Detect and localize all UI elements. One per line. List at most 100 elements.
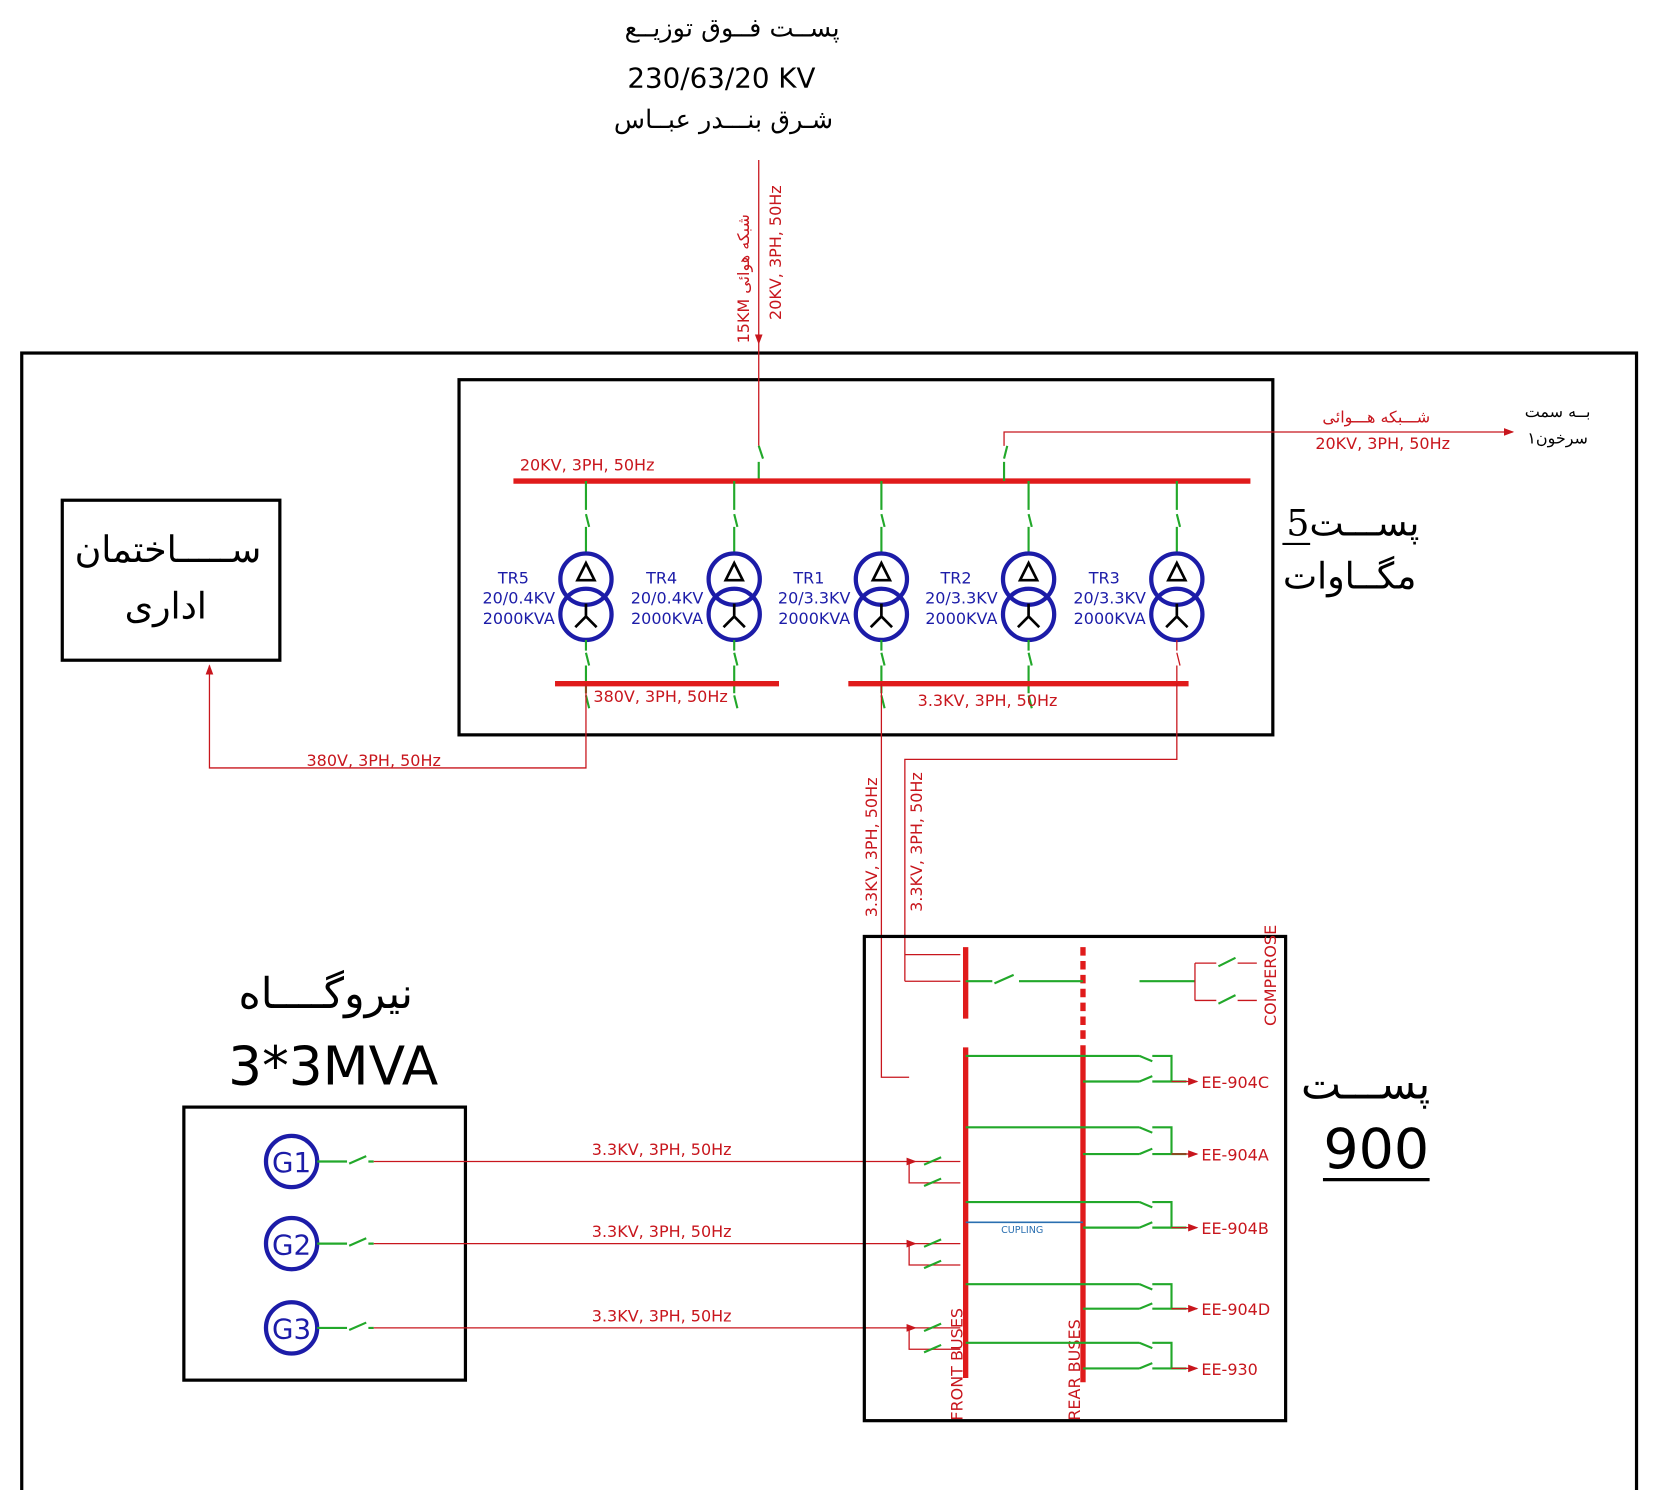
transformer-rating: 2000KVA	[925, 609, 997, 628]
plant-capacity: 3*3MVA	[228, 1036, 439, 1098]
s900-title-line2: 900	[1323, 1118, 1429, 1182]
destination-line2: سرخون۱	[1527, 429, 1588, 448]
substation-900-box	[862, 934, 1288, 1423]
tr3-feed-line	[904, 683, 1178, 982]
hv-switch	[880, 481, 886, 554]
bus-tie-line	[965, 973, 1195, 985]
feeder-breakers	[1139, 1054, 1153, 1083]
feeder-ee-904b: EE-904B	[965, 1200, 1269, 1238]
hv-switch	[733, 481, 739, 554]
rear-bus-label: REAR BUSES	[1065, 1319, 1084, 1420]
wye-icon	[574, 603, 598, 629]
transformers: TR520/0.4KV2000KVATR420/0.4KV2000KVATR12…	[482, 481, 1205, 709]
compressor-feed	[1194, 962, 1257, 1002]
transformer-rating: 2000KVA	[778, 609, 850, 628]
delta-icon	[723, 560, 745, 582]
wye-icon	[1165, 603, 1189, 629]
feeder-ee-904c: EE-904C	[965, 1054, 1269, 1092]
compressor-label: COMPEROSE	[1261, 925, 1280, 1026]
transformer-rating: 2000KVA	[631, 609, 703, 628]
outputs: EE-904C EE-904A EE-904B EE-904D EE-930	[965, 1054, 1270, 1379]
transformer-name: TR2	[940, 568, 972, 587]
admin-line1: ســـــاختمان	[75, 528, 262, 571]
generator-cable-label: 3.3KV, 3PH, 50Hz	[592, 1222, 732, 1241]
lv-switch	[733, 639, 739, 684]
generator-breaker	[317, 1155, 374, 1165]
generator-g3: G3 3.3KV, 3PH, 50Hz	[263, 1300, 961, 1356]
lv-out-switch	[733, 683, 739, 709]
wye-icon	[1016, 603, 1041, 629]
feeder-ee-930: EE-930	[965, 1341, 1258, 1379]
hv-switch	[584, 481, 591, 554]
lv-switch	[584, 639, 591, 684]
transformer-name: TR1	[792, 568, 824, 587]
tr1-feed-label: 3.3KV, 3PH, 50Hz	[862, 778, 881, 918]
generator-cable-label: 3.3KV, 3PH, 50Hz	[592, 1140, 732, 1159]
delta-icon	[1166, 560, 1188, 582]
wye-icon	[869, 603, 894, 629]
transformer-ratio: 20/0.4KV	[482, 589, 555, 608]
incomer-switches	[923, 1156, 942, 1188]
transformer-ratio: 20/3.3KV	[925, 589, 998, 608]
outgoing-switch	[1002, 445, 1009, 482]
feeder-label: EE-930	[1201, 1360, 1257, 1379]
generator-g2: G2 3.3KV, 3PH, 50Hz	[263, 1215, 961, 1272]
mw5-title-line1: پســـت5	[1286, 501, 1419, 544]
feeder-breakers	[1139, 1341, 1153, 1370]
outgoing-line	[1003, 428, 1515, 446]
generator-name: G2	[272, 1228, 311, 1261]
feeder-bus-connections	[965, 1200, 1187, 1229]
s900-title-line1: پســـت	[1301, 1060, 1430, 1110]
lv-switch	[880, 639, 886, 684]
lv-bus-380-label: 380V, 3PH, 50Hz	[593, 687, 727, 706]
hv-switch	[1027, 481, 1033, 554]
feeder-label: EE-904A	[1201, 1145, 1268, 1164]
tr3-incomer	[904, 953, 961, 982]
delta-icon	[1017, 560, 1040, 582]
feeder-breakers	[1139, 1201, 1153, 1229]
feeder-label: EE-904B	[1201, 1219, 1268, 1238]
hv-bus-label: 20KV, 3PH, 50Hz	[520, 455, 655, 474]
tr1-feed-line	[880, 683, 910, 1078]
compressor-switches	[1217, 956, 1236, 1005]
transformer-rating: 2000KVA	[483, 609, 555, 628]
admin-line2: اداری	[125, 585, 207, 628]
transformer-name: TR3	[1088, 568, 1120, 587]
generator-incomer	[908, 1327, 961, 1350]
upstream-title: پســت فــوق توزیــع	[625, 13, 840, 43]
upstream-voltage: 230/63/20 KV	[627, 61, 815, 94]
admin-feed-line	[205, 664, 587, 769]
plant-title: نیروگــــاه	[238, 969, 413, 1019]
feeder-bus-connections	[965, 1341, 1187, 1370]
transformer-ratio: 20/0.4KV	[631, 589, 704, 608]
generator-breaker	[317, 1321, 374, 1331]
site-boundary	[20, 351, 1639, 1490]
delta-icon	[870, 560, 893, 582]
generator-name: G3	[272, 1313, 311, 1346]
generator-cable-label: 3.3KV, 3PH, 50Hz	[592, 1306, 732, 1325]
coupling-label: CUPLING	[1001, 1225, 1043, 1236]
mw5-title-line2: مگــاوات	[1283, 555, 1416, 598]
destination-line1: بــه سمت	[1525, 402, 1591, 421]
transformer-name: TR5	[497, 568, 529, 587]
admin-feed-label: 380V, 3PH, 50Hz	[307, 751, 441, 770]
feeder-label: EE-904C	[1201, 1073, 1269, 1092]
incomer-switches	[923, 1238, 942, 1270]
feeder-ee-904d: EE-904D	[965, 1283, 1270, 1319]
feeder-label: EE-904D	[1201, 1300, 1270, 1319]
outgoing-fa-label: شـــبکه هـــوائی	[1322, 407, 1430, 427]
feeder-breakers	[1139, 1283, 1153, 1310]
wye-icon	[722, 603, 746, 629]
generator-breaker	[317, 1237, 374, 1247]
lv-switch	[1176, 639, 1181, 684]
feeder-bus-connections	[965, 1283, 1187, 1310]
admin-building-box	[60, 498, 282, 662]
hv-switch	[1175, 481, 1182, 554]
transformer-rating: 2000KVA	[1074, 609, 1146, 628]
